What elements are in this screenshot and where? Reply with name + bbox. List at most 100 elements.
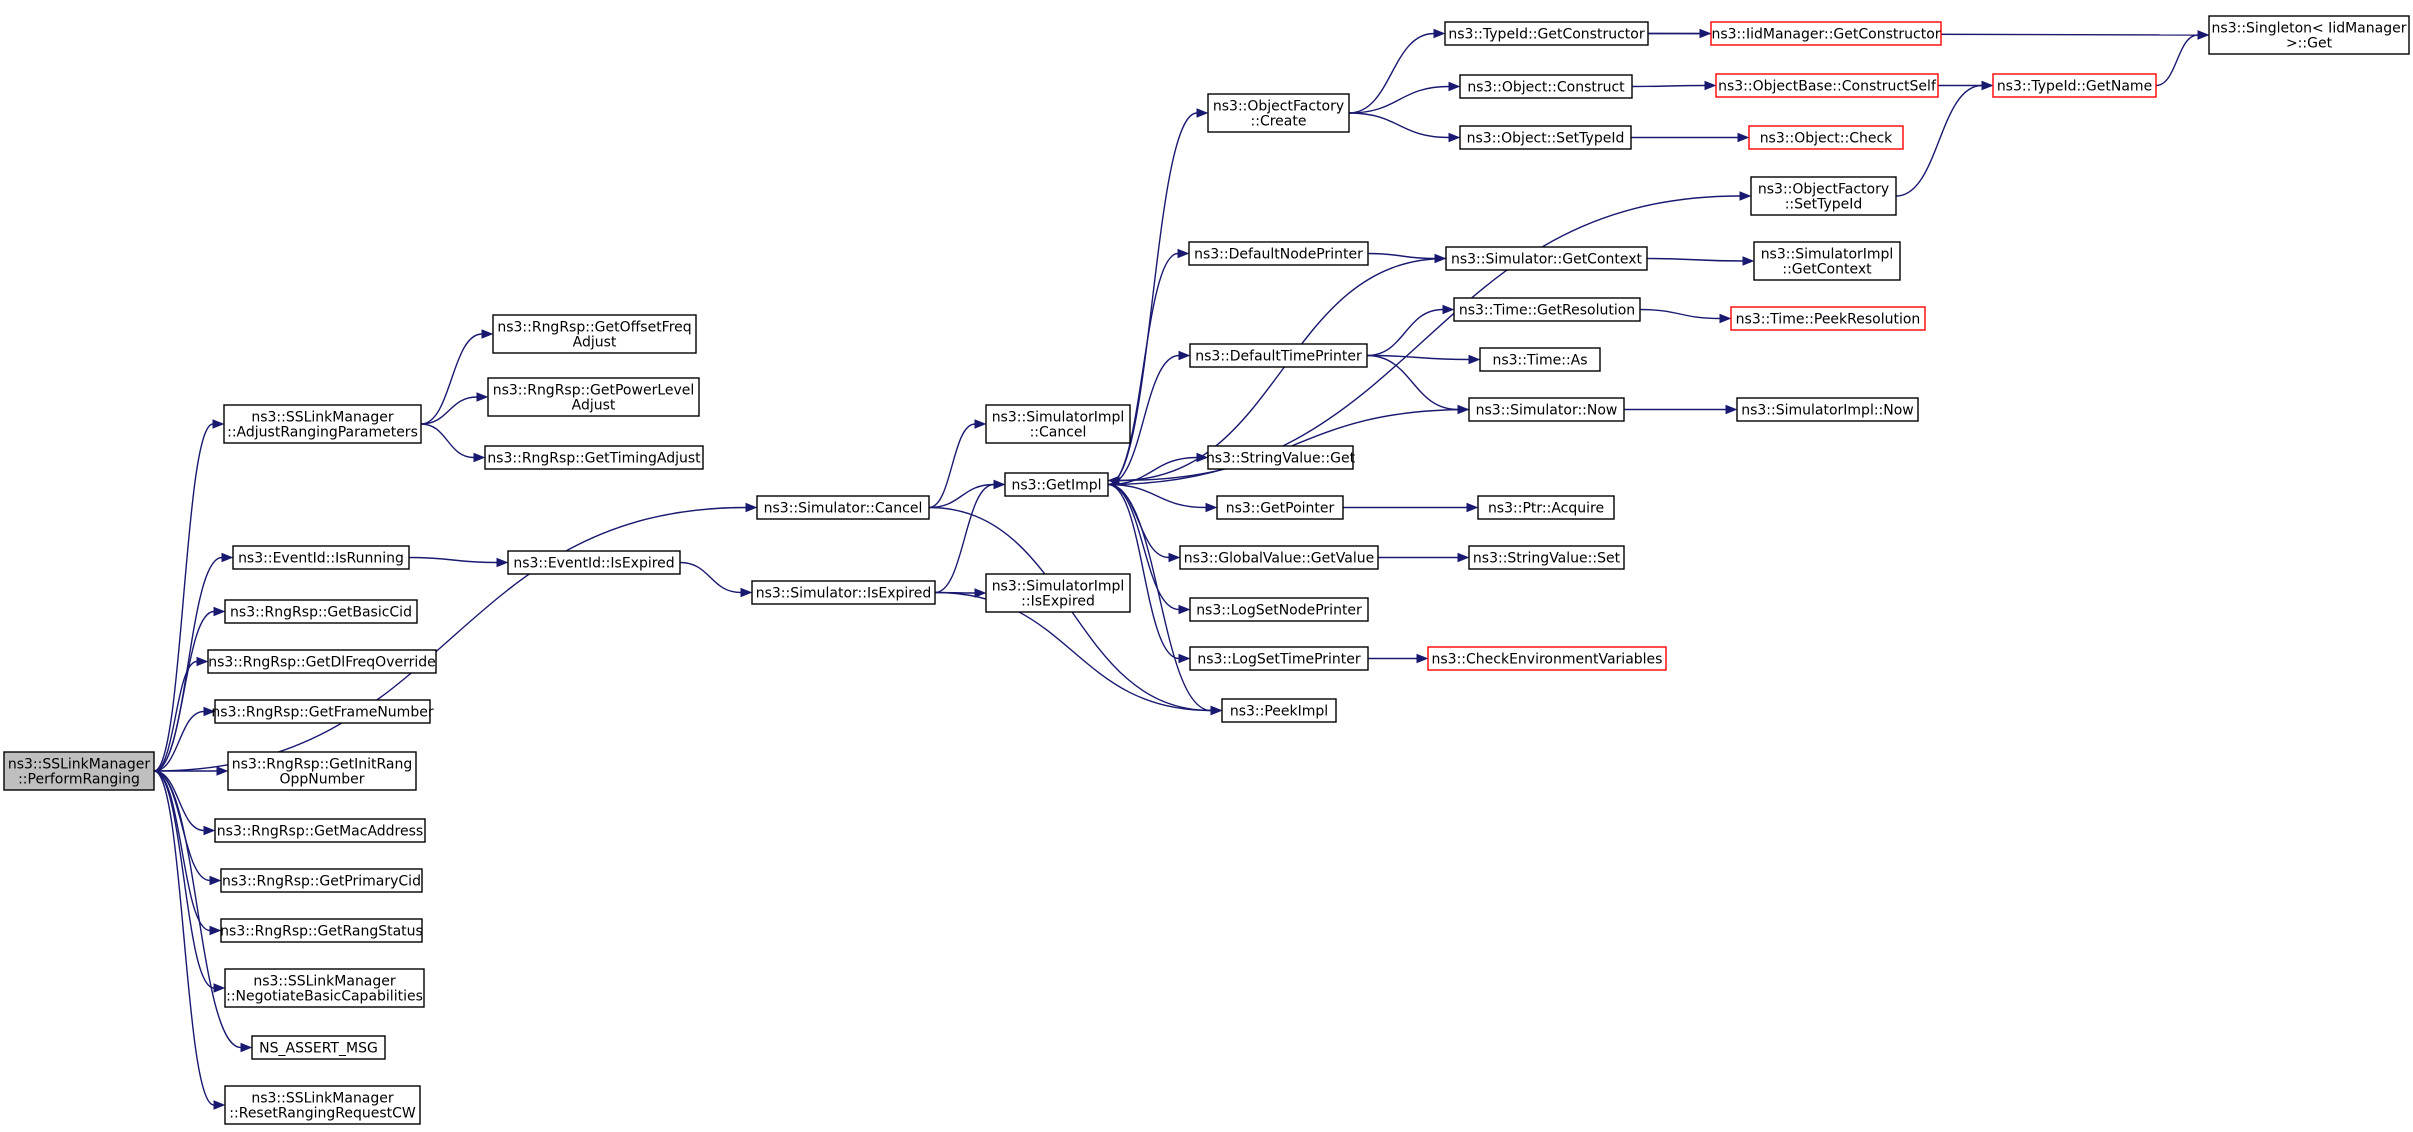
node-simimpl-isexpired[interactable]: ns3::SimulatorImpl::IsExpired xyxy=(985,573,1131,613)
node-get-mac-address[interactable]: ns3::RngRsp::GetMacAddress xyxy=(214,818,426,843)
node-time-getresolution[interactable]: ns3::Time::GetResolution xyxy=(1453,297,1641,322)
node-simulator-getcontext[interactable]: ns3::Simulator::GetContext xyxy=(1445,246,1648,271)
node-box[interactable] xyxy=(1468,397,1625,422)
node-get-primary-cid[interactable]: ns3::RngRsp::GetPrimaryCid xyxy=(220,868,423,893)
node-box[interactable] xyxy=(3,751,155,791)
node-get-pointer[interactable]: ns3::GetPointer xyxy=(1216,495,1344,520)
node-simimpl-getcontext[interactable]: ns3::SimulatorImpl::GetContext xyxy=(1753,241,1901,281)
node-box[interactable] xyxy=(1453,297,1641,322)
node-eventid-isexpired[interactable]: ns3::EventId::IsExpired xyxy=(507,550,681,575)
node-object-check[interactable]: ns3::Object::Check xyxy=(1748,125,1904,150)
node-get-rang-status[interactable]: ns3::RngRsp::GetRangStatus xyxy=(220,918,423,943)
node-box[interactable] xyxy=(1004,472,1109,497)
node-box[interactable] xyxy=(507,550,681,575)
node-default-node-printer[interactable]: ns3::DefaultNodePrinter xyxy=(1188,241,1369,266)
node-box[interactable] xyxy=(1479,347,1601,372)
node-ns-assert-msg[interactable]: NS_ASSERT_MSG xyxy=(251,1035,386,1060)
node-check-env-vars[interactable]: ns3::CheckEnvironmentVariables xyxy=(1427,646,1667,671)
node-box[interactable] xyxy=(985,404,1131,444)
node-negotiate-basic[interactable]: ns3::SSLinkManager::NegotiateBasicCapabi… xyxy=(224,968,425,1008)
node-box[interactable] xyxy=(1730,306,1926,331)
node-perform-ranging[interactable]: ns3::SSLinkManager::PerformRanging xyxy=(3,751,155,791)
node-object-settypeid[interactable]: ns3::Object::SetTypeId xyxy=(1459,125,1632,150)
node-box[interactable] xyxy=(492,314,697,354)
node-box[interactable] xyxy=(1992,73,2157,98)
node-box[interactable] xyxy=(214,699,431,724)
node-get-frame-number[interactable]: ns3::RngRsp::GetFrameNumber xyxy=(211,699,434,724)
node-box[interactable] xyxy=(224,599,418,624)
node-objectbase-constructself[interactable]: ns3::ObjectBase::ConstructSelf xyxy=(1715,73,1939,98)
node-box[interactable] xyxy=(224,1085,421,1125)
node-box[interactable] xyxy=(756,495,930,520)
node-box[interactable] xyxy=(1207,445,1354,470)
node-box[interactable] xyxy=(484,445,704,470)
node-box[interactable] xyxy=(1221,698,1337,723)
node-stringvalue-set[interactable]: ns3::StringValue::Set xyxy=(1468,545,1625,570)
node-simulator-now[interactable]: ns3::Simulator::Now xyxy=(1468,397,1625,422)
node-stringvalue-get[interactable]: ns3::StringValue::Get xyxy=(1206,445,1356,470)
node-box[interactable] xyxy=(232,545,410,570)
node-sim-cancel[interactable]: ns3::Simulator::Cancel xyxy=(756,495,930,520)
node-object-factory-settypeid[interactable]: ns3::ObjectFactory::SetTypeId xyxy=(1750,176,1897,216)
node-box[interactable] xyxy=(1189,597,1369,622)
node-peek-impl[interactable]: ns3::PeekImpl xyxy=(1221,698,1337,723)
node-box[interactable] xyxy=(1445,246,1648,271)
node-box[interactable] xyxy=(1179,545,1379,570)
node-box[interactable] xyxy=(1748,125,1904,150)
node-get-dl-freq[interactable]: ns3::RngRsp::GetDlFreqOverride xyxy=(207,649,437,674)
node-box[interactable] xyxy=(1736,397,1919,422)
node-simimpl-cancel[interactable]: ns3::SimulatorImpl::Cancel xyxy=(985,404,1131,444)
node-adjust-ranging[interactable]: ns3::SSLinkManager::AdjustRangingParamet… xyxy=(223,404,422,444)
node-typeid-getconstructor[interactable]: ns3::TypeId::GetConstructor xyxy=(1444,21,1649,46)
node-ptr-acquire[interactable]: ns3::Ptr::Acquire xyxy=(1477,495,1615,520)
node-box[interactable] xyxy=(220,918,423,943)
node-log-set-node-printer[interactable]: ns3::LogSetNodePrinter xyxy=(1189,597,1369,622)
node-iidmanager-getconstructor[interactable]: ns3::IidManager::GetConstructor xyxy=(1710,21,1942,46)
node-globalvalue-getvalue[interactable]: ns3::GlobalValue::GetValue xyxy=(1179,545,1379,570)
node-box[interactable] xyxy=(1715,73,1939,98)
node-get-timing-adjust[interactable]: ns3::RngRsp::GetTimingAdjust xyxy=(484,445,704,470)
node-box[interactable] xyxy=(223,404,422,444)
node-box[interactable] xyxy=(224,968,425,1008)
node-get-basic-cid[interactable]: ns3::RngRsp::GetBasicCid xyxy=(224,599,418,624)
node-box[interactable] xyxy=(207,649,437,674)
node-box[interactable] xyxy=(214,818,426,843)
node-box[interactable] xyxy=(1459,74,1633,99)
node-box[interactable] xyxy=(1468,545,1625,570)
node-sim-isexpired[interactable]: ns3::Simulator::IsExpired xyxy=(751,580,936,605)
node-box[interactable] xyxy=(1188,241,1369,266)
node-object-construct[interactable]: ns3::Object::Construct xyxy=(1459,74,1633,99)
node-typeid-getname[interactable]: ns3::TypeId::GetName xyxy=(1992,73,2157,98)
node-box[interactable] xyxy=(220,868,423,893)
node-box[interactable] xyxy=(1710,21,1942,46)
node-box[interactable] xyxy=(1207,93,1350,133)
node-log-set-time-printer[interactable]: ns3::LogSetTimePrinter xyxy=(1189,646,1369,671)
node-reset-ranging[interactable]: ns3::SSLinkManager::ResetRangingRequestC… xyxy=(224,1085,421,1125)
node-box[interactable] xyxy=(985,573,1131,613)
node-box[interactable] xyxy=(227,751,417,791)
node-box[interactable] xyxy=(1427,646,1667,671)
node-box[interactable] xyxy=(487,377,700,417)
node-box[interactable] xyxy=(751,580,936,605)
node-get-impl[interactable]: ns3::GetImpl xyxy=(1004,472,1109,497)
node-box[interactable] xyxy=(1477,495,1615,520)
node-eventid-isrunning[interactable]: ns3::EventId::IsRunning xyxy=(232,545,410,570)
node-box[interactable] xyxy=(1216,495,1344,520)
node-default-time-printer[interactable]: ns3::DefaultTimePrinter xyxy=(1189,343,1368,368)
node-simimpl-now[interactable]: ns3::SimulatorImpl::Now xyxy=(1736,397,1919,422)
node-time-as[interactable]: ns3::Time::As xyxy=(1479,347,1601,372)
node-box[interactable] xyxy=(1753,241,1901,281)
node-box[interactable] xyxy=(1444,21,1649,46)
node-object-factory-create[interactable]: ns3::ObjectFactory::Create xyxy=(1207,93,1350,133)
node-time-peekresolution[interactable]: ns3::Time::PeekResolution xyxy=(1730,306,1926,331)
node-box[interactable] xyxy=(251,1035,386,1060)
node-box[interactable] xyxy=(1189,343,1368,368)
node-box[interactable] xyxy=(2208,15,2410,55)
node-box[interactable] xyxy=(1189,646,1369,671)
node-box[interactable] xyxy=(1750,176,1897,216)
node-box[interactable] xyxy=(1459,125,1632,150)
node-singleton-get[interactable]: ns3::Singleton< IidManager >::Get xyxy=(2208,15,2410,55)
